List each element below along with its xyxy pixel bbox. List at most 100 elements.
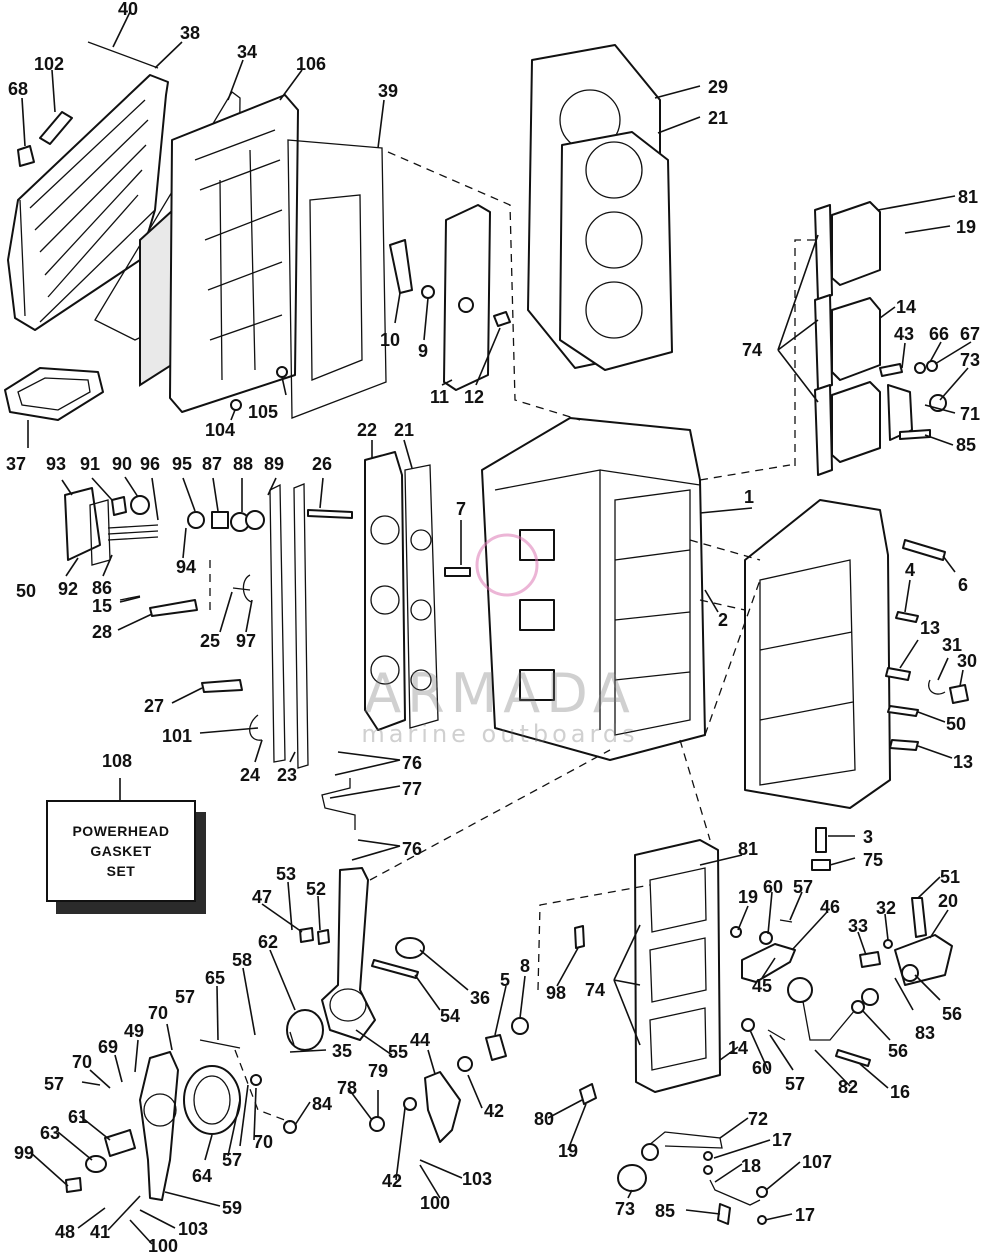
callout-81a: 81	[958, 187, 978, 207]
callout-86: 86	[92, 578, 112, 598]
callout-103a: 103	[462, 1169, 492, 1189]
reed-cage-stack-74-bottom	[634, 839, 721, 1093]
callout-27: 27	[144, 696, 164, 716]
callout-56a: 56	[942, 1004, 962, 1024]
callout-38: 38	[180, 23, 200, 43]
callout-73b: 73	[615, 1199, 635, 1219]
callout-5: 5	[500, 970, 510, 990]
bypass-cover-11	[443, 204, 491, 391]
stud-3-nut-75	[811, 827, 831, 871]
callout-58: 58	[232, 950, 252, 970]
callout-68: 68	[8, 79, 28, 99]
exhaust-plate-gasket	[287, 139, 387, 419]
cylinder-head-22	[364, 451, 406, 731]
callout-41: 41	[90, 1222, 110, 1242]
callout-56b: 56	[888, 1041, 908, 1061]
callout-101: 101	[162, 726, 192, 746]
callout-84: 84	[312, 1094, 332, 1114]
head-gasket-21b	[404, 464, 439, 729]
callout-14b: 14	[728, 1038, 748, 1058]
callout-45: 45	[752, 976, 772, 996]
callout-97: 97	[236, 631, 256, 651]
choke-solenoid-20	[851, 897, 953, 1014]
callout-85a: 85	[956, 435, 976, 455]
bearing-sleeve-64	[183, 1065, 241, 1135]
callout-2: 2	[718, 610, 728, 630]
callout-57a: 57	[793, 877, 813, 897]
o-ring-gasket	[4, 367, 104, 421]
callout-88: 88	[233, 454, 253, 474]
callout-19a: 19	[956, 217, 976, 237]
callout-76b: 76	[402, 839, 422, 859]
callout-13b: 13	[953, 752, 973, 772]
sensor-27	[201, 679, 243, 693]
callout-69: 69	[98, 1037, 118, 1057]
callout-91: 91	[80, 454, 100, 474]
dowel-pin-7	[444, 567, 471, 577]
callout-70c: 70	[253, 1132, 273, 1152]
callout-50b: 50	[16, 581, 36, 601]
callout-47: 47	[252, 887, 272, 907]
small-parts-right	[730, 919, 893, 1067]
watermark-title: ARMADA	[364, 662, 636, 725]
callout-4: 4	[905, 560, 915, 580]
fittings-5-8	[485, 1017, 529, 1061]
callout-85b: 85	[655, 1201, 675, 1221]
powerhead-gasket-set-box: POWERHEAD GASKET SET	[46, 800, 196, 902]
callout-1: 1	[744, 487, 754, 507]
assembly-guide-lines	[209, 151, 791, 1123]
callout-52: 52	[306, 879, 326, 899]
callout-20: 20	[938, 891, 958, 911]
connecting-rod-55	[321, 867, 376, 1041]
callout-74b: 74	[585, 980, 605, 1000]
washer-9	[421, 285, 435, 299]
callout-14a: 14	[896, 297, 916, 317]
callout-64: 64	[192, 1166, 212, 1186]
callout-59: 59	[222, 1198, 242, 1218]
callout-72: 72	[748, 1109, 768, 1129]
callout-42a: 42	[484, 1101, 504, 1121]
callout-49: 49	[124, 1021, 144, 1041]
callout-102: 102	[34, 54, 64, 74]
callout-93: 93	[46, 454, 66, 474]
callout-74a: 74	[742, 340, 762, 360]
exhaust-inner-plate	[139, 94, 299, 413]
callout-44: 44	[410, 1030, 430, 1050]
callout-106: 106	[296, 54, 326, 74]
callout-34: 34	[237, 42, 257, 62]
bolt-6	[902, 539, 946, 561]
callout-94: 94	[176, 557, 196, 577]
callout-12: 12	[464, 387, 484, 407]
callout-96: 96	[140, 454, 160, 474]
clips-25-97-101	[232, 574, 263, 741]
leader-lines	[21, 11, 972, 1245]
callout-60b: 60	[752, 1058, 772, 1078]
callout-54: 54	[440, 1006, 460, 1026]
callout-32: 32	[876, 898, 896, 918]
callout-70b: 70	[72, 1052, 92, 1072]
callout-108: 108	[102, 751, 132, 771]
callout-77: 77	[402, 779, 422, 799]
hose-fitting	[17, 111, 73, 167]
bolt-26	[307, 509, 353, 519]
callout-107: 107	[802, 1152, 832, 1172]
gaskets-23-24	[269, 483, 309, 769]
watermark-logo-icon	[475, 533, 539, 597]
callout-46: 46	[820, 897, 840, 917]
callout-25: 25	[200, 631, 220, 651]
callout-29: 29	[708, 77, 728, 97]
callout-60a: 60	[763, 877, 783, 897]
callout-78: 78	[337, 1078, 357, 1098]
callout-57e: 57	[222, 1150, 242, 1170]
callout-43: 43	[894, 324, 914, 344]
callout-36: 36	[470, 988, 490, 1008]
callout-71: 71	[960, 404, 980, 424]
callout-15: 15	[92, 596, 112, 616]
callout-19c: 19	[558, 1141, 578, 1161]
callout-22: 22	[357, 420, 377, 440]
callout-73a: 73	[960, 350, 980, 370]
callout-19b: 19	[738, 887, 758, 907]
callout-90: 90	[112, 454, 132, 474]
fitting-15-28	[119, 595, 198, 617]
